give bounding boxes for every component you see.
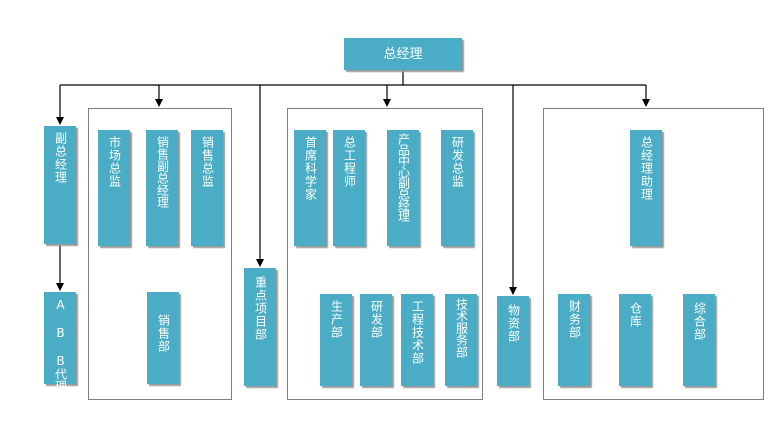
node-product-center-vice-gm: 产品中心副总经理 xyxy=(387,130,419,246)
node-label: 首席科学家 xyxy=(303,136,318,201)
node-label: 物资部 xyxy=(506,304,521,343)
node-vice-general-manager: 副总经理 xyxy=(44,126,76,244)
node-general-dept: 综合部 xyxy=(683,294,715,386)
node-sales-vice-gm: 销售副总经理 xyxy=(146,130,178,246)
node-label: 生产部 xyxy=(329,300,344,339)
node-sales-dept: 销售部 xyxy=(147,292,179,384)
node-general-manager: 总经理 xyxy=(344,38,462,70)
node-rd-dept: 研发部 xyxy=(360,294,392,386)
node-label: 总工程师 xyxy=(342,136,357,188)
node-finance-dept: 财务部 xyxy=(558,294,590,386)
node-label: 重点项目部 xyxy=(253,276,268,341)
node-label: 研发总监 xyxy=(450,136,465,188)
node-label: 销售副总经理 xyxy=(155,136,170,208)
node-label: 技术服务部 xyxy=(454,298,469,358)
node-label: 综合部 xyxy=(692,302,707,341)
node-warehouse: 仓库 xyxy=(619,294,651,386)
node-sales-director: 销售总监 xyxy=(191,130,223,246)
node-label: 销售总监 xyxy=(200,136,215,188)
node-label: 财务部 xyxy=(567,300,582,339)
node-rd-director: 研发总监 xyxy=(441,130,473,246)
node-materials-dept: 物资部 xyxy=(497,296,529,386)
node-label: 研发部 xyxy=(369,300,384,339)
node-key-project-dept: 重点项目部 xyxy=(244,268,276,386)
node-label: A B B代理 xyxy=(53,298,68,392)
node-label: 仓库 xyxy=(628,302,643,328)
node-production-dept: 生产部 xyxy=(320,294,352,386)
node-label: 工程技术部 xyxy=(410,300,425,365)
node-label: 总经理助理 xyxy=(639,136,654,201)
node-tech-service-dept: 技术服务部 xyxy=(445,294,477,386)
node-gm-assistant: 总经理助理 xyxy=(630,130,662,246)
node-abb-agent: A B B代理 xyxy=(44,292,76,392)
node-label: 总经理 xyxy=(383,46,423,62)
node-chief-scientist: 首席科学家 xyxy=(294,130,326,246)
node-market-director: 市场总监 xyxy=(98,130,130,246)
node-label: 销售部 xyxy=(156,314,171,353)
node-label: 市场总监 xyxy=(107,136,122,188)
node-engineering-dept: 工程技术部 xyxy=(401,294,433,386)
node-label: 产品中心副总经理 xyxy=(396,133,411,221)
node-chief-engineer: 总工程师 xyxy=(333,130,365,246)
node-label: 副总经理 xyxy=(53,132,68,184)
